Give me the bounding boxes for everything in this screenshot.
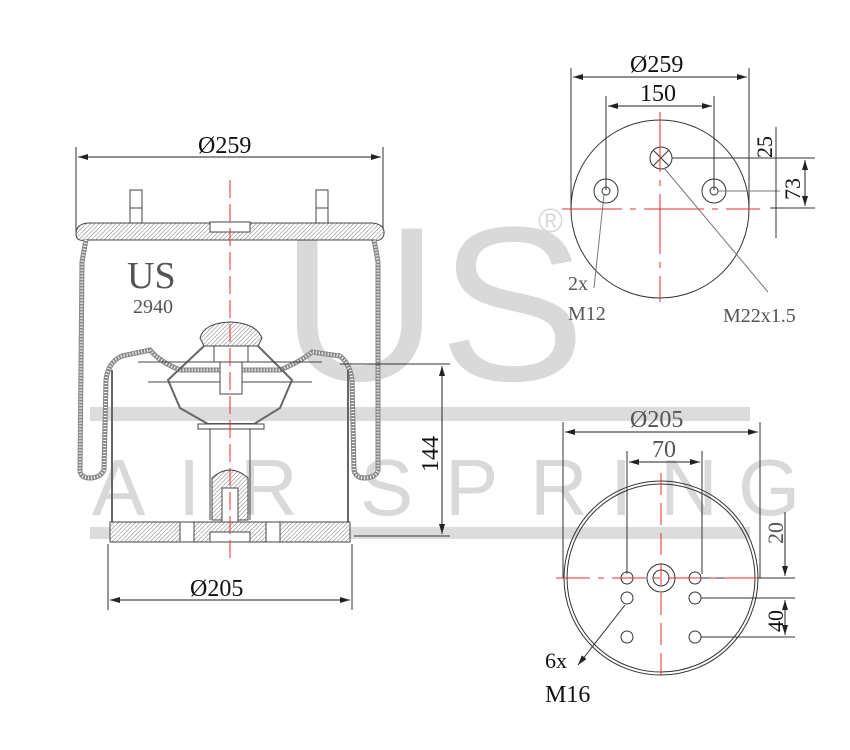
- svg-text:A: A: [92, 443, 146, 532]
- base-hole-offset-2-label: 40: [763, 610, 788, 632]
- top-inlet-offset-label: 25: [752, 136, 777, 158]
- side-brand-label: US: [127, 255, 176, 297]
- base-hole-spacing-label: 70: [652, 437, 676, 463]
- watermark-registered-mark: ®: [538, 202, 563, 240]
- base-hole-offset-1-label: 20: [763, 522, 788, 544]
- watermark-bar-top: [90, 407, 750, 421]
- side-top-diameter-label: Ø259: [198, 133, 251, 159]
- top-stud-callout-count: 2x: [568, 273, 588, 295]
- svg-text:R: R: [240, 443, 298, 532]
- base-plate-view: [556, 422, 795, 683]
- base-hole-callout-thread: M16: [545, 682, 590, 708]
- svg-text:S: S: [360, 443, 413, 532]
- side-view: [75, 147, 450, 610]
- watermark: US ® A I R S P R I N G: [90, 181, 800, 539]
- side-height-label: 144: [418, 436, 444, 472]
- top-stud-offset-label: 73: [780, 178, 805, 200]
- svg-text:I: I: [178, 443, 200, 532]
- top-stud-spacing-label: 150: [640, 81, 676, 107]
- top-stud-callout-thread: M12: [568, 303, 606, 325]
- svg-text:G: G: [738, 443, 800, 532]
- top-outer-diameter-label: Ø259: [630, 52, 683, 78]
- top-plate-view: [562, 68, 815, 302]
- base-hole-callout-count: 6x: [545, 648, 567, 673]
- base-outer-diameter-label: Ø205: [630, 407, 683, 433]
- top-inlet-callout: M22x1.5: [723, 305, 796, 327]
- side-model-number: 2940: [133, 296, 173, 318]
- svg-text:N: N: [660, 443, 718, 532]
- svg-text:I: I: [610, 443, 632, 532]
- svg-text:R: R: [530, 443, 588, 532]
- side-bottom-diameter-label: Ø205: [190, 576, 243, 602]
- svg-text:P: P: [445, 443, 498, 532]
- watermark-tagline: A I R S P R I N G: [92, 443, 800, 532]
- watermark-brand: US: [280, 181, 586, 427]
